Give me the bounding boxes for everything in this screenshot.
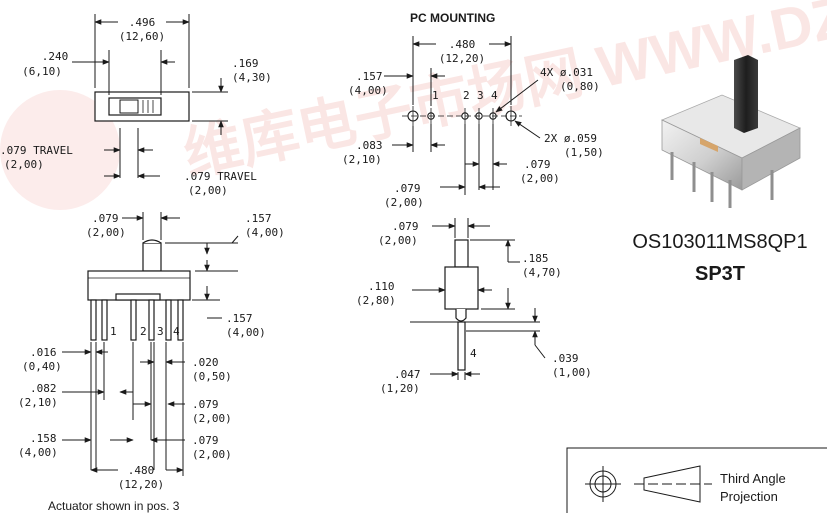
dim-edge-gap: .158 <box>30 432 57 445</box>
front-pin-1: 1 <box>110 325 117 338</box>
pc-pitch-b-mm: (2,00) <box>520 172 560 185</box>
side-body-w: .110 <box>368 280 395 293</box>
part-number: OS103011MS8QP1 <box>632 231 807 253</box>
switch-config: SP3T <box>695 263 745 285</box>
side-actuator-w: .079 <box>392 220 419 233</box>
pc-span-mm: (12,20) <box>439 52 485 65</box>
pc-pitch-a: .079 <box>394 182 421 195</box>
dim-top-width: .496 <box>129 16 156 29</box>
watermark-logo-icon <box>0 90 120 210</box>
dim-travel-right: .079 TRAVEL <box>184 170 257 183</box>
pc-holes-2x: 2X ø.059 <box>544 132 597 145</box>
side-body <box>444 266 479 310</box>
dim-left-gap-mm: (2,10) <box>18 396 58 409</box>
pc-offset-mm: (4,00) <box>348 84 388 97</box>
dim-travel-left-mm: (2,00) <box>4 158 44 171</box>
pc-holes-4x: 4X ø.031 <box>540 66 593 79</box>
product-actuator <box>734 55 758 133</box>
projection-circle-icon <box>585 466 621 502</box>
dim-front-span-mm: (12,20) <box>118 478 164 491</box>
dim-pin-thick: .016 <box>30 346 57 359</box>
front-pin-4: 4 <box>173 325 180 338</box>
front-actuator-cap <box>142 239 162 244</box>
pc-mounting-view: PC MOUNTING 1 2 3 4 .480 (12,20) .157 (4… <box>342 11 604 209</box>
side-pin <box>457 321 466 371</box>
dim-pin-thick-mm: (0,40) <box>22 360 62 373</box>
dim-front-pitch-a: .079 <box>192 398 219 411</box>
side-body-h-mm: (4,70) <box>522 266 562 279</box>
dim-front-pitch-b-mm: (2,00) <box>192 448 232 461</box>
dim-front-pitch-a-mm: (2,00) <box>192 412 232 425</box>
pc-gap-a-mm: (2,10) <box>342 153 382 166</box>
side-actuator <box>454 239 469 268</box>
top-view-actuator <box>119 99 139 114</box>
dim-left-gap: .082 <box>30 382 57 395</box>
dim-front-actuator-h-mm: (4,00) <box>245 226 285 239</box>
dim-front-actuator-w-mm: (2,00) <box>86 226 126 239</box>
side-pin-w-mm: (1,20) <box>380 382 420 395</box>
pc-offset: .157 <box>356 70 383 83</box>
pc-span: .480 <box>449 38 476 51</box>
pc-pitch-a-mm: (2,00) <box>384 196 424 209</box>
dim-travel-right-mm: (2,00) <box>188 184 228 197</box>
dim-top-height: .169 <box>232 57 259 70</box>
front-pin-left <box>90 299 97 341</box>
side-view: 4 .079 (2,00) .185 (4,70) .110 (2,80) .0… <box>356 218 592 395</box>
pc-pitch-b: .079 <box>524 158 551 171</box>
side-pin-w: .047 <box>394 368 421 381</box>
front-pin-right <box>177 299 184 341</box>
pc-pin-1: 1 <box>432 89 439 102</box>
pc-holes-4x-mm: (0,80) <box>560 80 600 93</box>
side-body-h: .185 <box>522 252 549 265</box>
dim-actuator-width: .240 <box>42 50 69 63</box>
dim-travel-left: .079 TRAVEL <box>0 144 73 157</box>
front-pin-2: 2 <box>140 325 147 338</box>
side-actuator-w-mm: (2,00) <box>378 234 418 247</box>
projection-frustum-icon <box>634 465 712 503</box>
side-pin-t: .039 <box>552 352 579 365</box>
front-pin-3: 3 <box>157 325 164 338</box>
dim-front-actuator-h: .157 <box>245 212 272 225</box>
projection-label-1: Third Angle <box>720 471 786 486</box>
product-photo <box>661 55 801 208</box>
top-view: .496 (12,60) .240 (6,10) .169 (4,30) .07… <box>0 14 272 197</box>
pc-gap-a: .083 <box>356 139 383 152</box>
front-actuator <box>142 242 162 272</box>
pc-holes-2x-mm: (1,50) <box>564 146 604 159</box>
dim-front-pitch-b: .079 <box>192 434 219 447</box>
dim-top-height-mm: (4,30) <box>232 71 272 84</box>
dim-top-width-mm: (12,60) <box>119 30 165 43</box>
dim-pin-length-mm: (4,00) <box>226 326 266 339</box>
dim-actuator-width-mm: (6,10) <box>22 65 62 78</box>
dim-pin-width-mm: (0,50) <box>192 370 232 383</box>
pc-mounting-title: PC MOUNTING <box>410 11 495 25</box>
dim-front-span: .480 <box>128 464 155 477</box>
pc-pin-3: 3 <box>477 89 484 102</box>
side-pin-t-mm: (1,00) <box>552 366 592 379</box>
projection-label-2: Projection <box>720 489 778 504</box>
side-body-w-mm: (2,80) <box>356 294 396 307</box>
pc-pin-2: 2 <box>463 89 470 102</box>
dim-edge-gap-mm: (4,00) <box>18 446 58 459</box>
dim-pin-width: .020 <box>192 356 219 369</box>
dim-pin-length: .157 <box>226 312 253 325</box>
front-view: 1 2 3 4 .079 (2,00) .157 (4,00) .157 (4,… <box>18 212 285 513</box>
caption-actuator: Actuator shown in pos. 3 <box>48 499 180 513</box>
dim-front-actuator-w: .079 <box>92 212 119 225</box>
pc-pin-4: 4 <box>491 89 498 102</box>
side-pin-label: 4 <box>470 347 477 360</box>
projection-box: Third Angle Projection <box>566 447 827 513</box>
